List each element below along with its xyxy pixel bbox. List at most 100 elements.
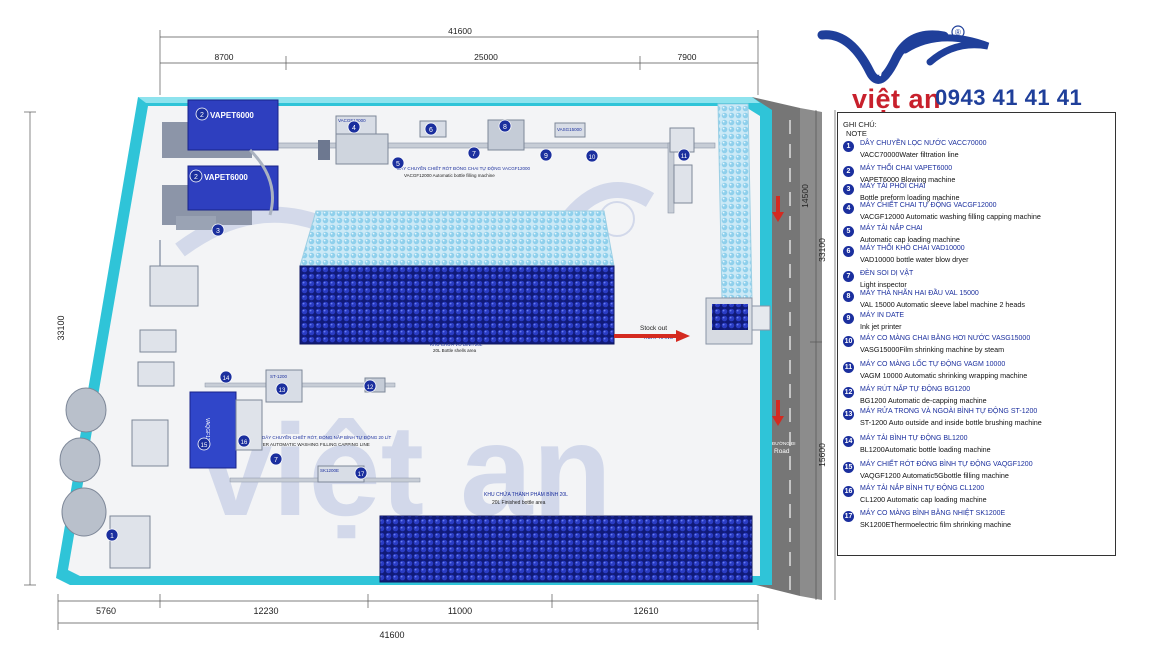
dim-right-upper: 14500 (800, 184, 810, 208)
machine-marker-13: 13 (275, 382, 289, 396)
machine-markers: 1 2 2 3 4 5 6 7 8 9 10 11 12 13 14 15 16… (105, 107, 691, 542)
road-label-vn: ĐƯỜNG ĐI (772, 440, 795, 446)
legend-name-vn: MÁY CHIẾT RÓT ĐÓNG BÌNH TỰ ĐỘNG VAQGF120… (860, 461, 1033, 468)
filtration-line (59, 265, 199, 569)
legend-number: 10 (843, 336, 854, 347)
machine-marker-6: 6 (424, 122, 438, 136)
dim-top-seg-2: 25000 (474, 52, 498, 62)
dim-right-total: 33100 (817, 238, 827, 262)
brand-name: việt an (852, 84, 942, 114)
legend-number: 17 (843, 511, 854, 522)
legend-name-en: Ink jet printer (860, 322, 902, 331)
legend-number: 13 (843, 409, 854, 420)
shells-label-vn: KHU CHỨA VỎ BÌNH 20L (430, 341, 483, 347)
marker-num: 13 (279, 388, 286, 394)
legend-name-vn: MÁY THẢ NHÃN HAI ĐẦU VAL 15000 (860, 290, 979, 297)
legend-name-en: ST-1200 Auto outside and inside bottle b… (860, 418, 1042, 427)
machine-marker-1: 1 (105, 528, 119, 542)
brand-logo: ® (817, 25, 990, 84)
dim-top-seg-1: 8700 (215, 52, 234, 62)
loading-bay (614, 196, 784, 426)
dim-top-seg-3: 7900 (678, 52, 697, 62)
dim-bottom-seg-4: 12610 (633, 606, 658, 616)
marker-num: 7 (274, 457, 278, 464)
marker-num: 1 (110, 533, 114, 540)
legend-name-vn: MÁY TẢI BÌNH TỰ ĐỘNG BL1200 (860, 435, 968, 442)
machine-marker-5: 5 (391, 156, 405, 170)
legend-number: 6 (843, 246, 854, 257)
legend-name-en: SK1200EThermoelectric film shrinking mac… (860, 520, 1012, 529)
legend-name-en: BL1200Automatic bottle loading machine (860, 445, 991, 454)
vapet-top-label: VAPET6000 (210, 111, 254, 120)
dim-bottom-seg-3: 11000 (448, 606, 472, 616)
top-bottling-line: VAPET6000 VAPET6000 VACGF12000 VASG15000 (159, 99, 716, 270)
legend-name-vn: ĐÈN SOI DỊ VẬT (860, 270, 914, 277)
legend-name-vn: MÁY CO MÀNG CHAI BẰNG HƠI NƯỚC VASG15000 (860, 335, 1031, 342)
dim-right-lower: 15600 (817, 443, 827, 467)
finished-label-vn: KHU CHỨA THÀNH PHẨM BÌNH 20L (484, 491, 568, 498)
legend-name-vn: MÁY CHIẾT CHAI TỰ ĐỘNG VACGF12000 (860, 202, 997, 209)
marker-num: 10 (589, 155, 596, 161)
legend-name-en: Automatic cap loading machine (860, 235, 960, 244)
line20-label-vn: DÂY CHUYỀN CHIẾT RÓT, ĐÓNG NẮP BÌNH TỰ Đ… (262, 433, 392, 440)
sk-label: SK1200E (320, 468, 339, 473)
marker-num: 5 (396, 161, 400, 168)
legend-name-en: BG1200 Automatic de-capping machine (860, 396, 987, 405)
legend-name-en: VAD10000 bottle water blow dryer (860, 255, 969, 264)
legend-name-en: VAQGF1200 Automatic5Gbottle filling mach… (860, 471, 1009, 480)
marker-num: 12 (367, 385, 374, 391)
legend-name-en: VASG15000Film shrinking machine by steam (860, 345, 1005, 354)
legend-number: 5 (843, 226, 854, 237)
legend-title-vn: GHI CHÚ: (843, 120, 877, 129)
vaqgf-label: VAQGF1200 (204, 418, 210, 446)
machine-marker-8: 8 (498, 119, 512, 133)
marker-num: 15 (201, 443, 208, 449)
legend-name-vn: MÁY TẢI NẮP BÌNH TỰ ĐỘNG CL1200 (860, 485, 985, 492)
legend-name-vn: MÁY RÚT NẮP TỰ ĐỘNG BG1200 (860, 386, 971, 393)
bottle-areas (299, 103, 753, 583)
machine-marker-10: 10 (585, 149, 599, 163)
dimension-labels: 41600 8700 25000 7900 5760 12230 11000 1… (56, 26, 827, 640)
legend-name-vn: MÁY CO MÀNG BÌNH BẰNG NHIỆT SK1200E (860, 510, 1006, 517)
legend-name-en: VACGF12000 Automatic washing filling cap… (860, 212, 1041, 221)
legend-box: GHI CHÚ: NOTE 1 DÂY CHUYỀN LỌC NƯỚC VACC7… (837, 112, 1116, 556)
brand-phone: 0943 41 41 41 (935, 85, 1083, 110)
legend-name-vn: MÁY IN DATE (860, 312, 905, 319)
vapet-bottom-label: VAPET6000 (204, 173, 248, 182)
legend-number: 1 (843, 141, 854, 152)
registered-mark: ® (955, 28, 961, 37)
legend-name-en: VAL 15000 Automatic sleeve label machine… (860, 300, 1026, 309)
machine-marker-2a: 2 (195, 107, 209, 121)
machine-marker-11: 11 (677, 148, 691, 162)
marker-num: 2 (194, 174, 198, 181)
dim-bottom-seg-2: 12230 (253, 606, 278, 616)
machine-marker-12: 12 (363, 379, 377, 393)
legend-number: 15 (843, 462, 854, 473)
legend-name-vn: DÂY CHUYỀN LỌC NƯỚC VACC70000 (860, 140, 987, 147)
machine-marker-16: 16 (237, 434, 251, 448)
legend-number: 7 (843, 271, 854, 282)
marker-num: 9 (544, 153, 548, 160)
dim-left-total: 33100 (56, 315, 66, 340)
legend-number: 14 (843, 436, 854, 447)
legend-number: 8 (843, 291, 854, 302)
marker-num: 16 (241, 440, 248, 446)
vacgf-label: VACGF12000 (338, 118, 366, 123)
st-label: ST-1200 (270, 374, 288, 379)
legend-name-vn: MÁY TẢI NẮP CHAI (860, 225, 923, 232)
legend-number: 16 (843, 486, 854, 497)
machine-marker-14: 14 (219, 370, 233, 384)
dim-top-total: 41600 (448, 26, 472, 36)
marker-num: 4 (352, 125, 356, 132)
legend-name-en: VAGM 10000 Automatic shrinking wrapping … (860, 371, 1028, 380)
dimension-lines (24, 30, 836, 630)
finished-label-en: 20L Finished bottle area (492, 500, 546, 506)
marker-num: 3 (216, 228, 220, 235)
legend-title: GHI CHÚ: NOTE (843, 120, 877, 138)
legend-name-en: CL1200 Automatic cap loading machine (860, 495, 987, 504)
legend-number: 9 (843, 313, 854, 324)
marker-num: 2 (200, 112, 204, 119)
marker-num: 14 (223, 376, 230, 382)
machine-marker-3: 3 (211, 223, 225, 237)
